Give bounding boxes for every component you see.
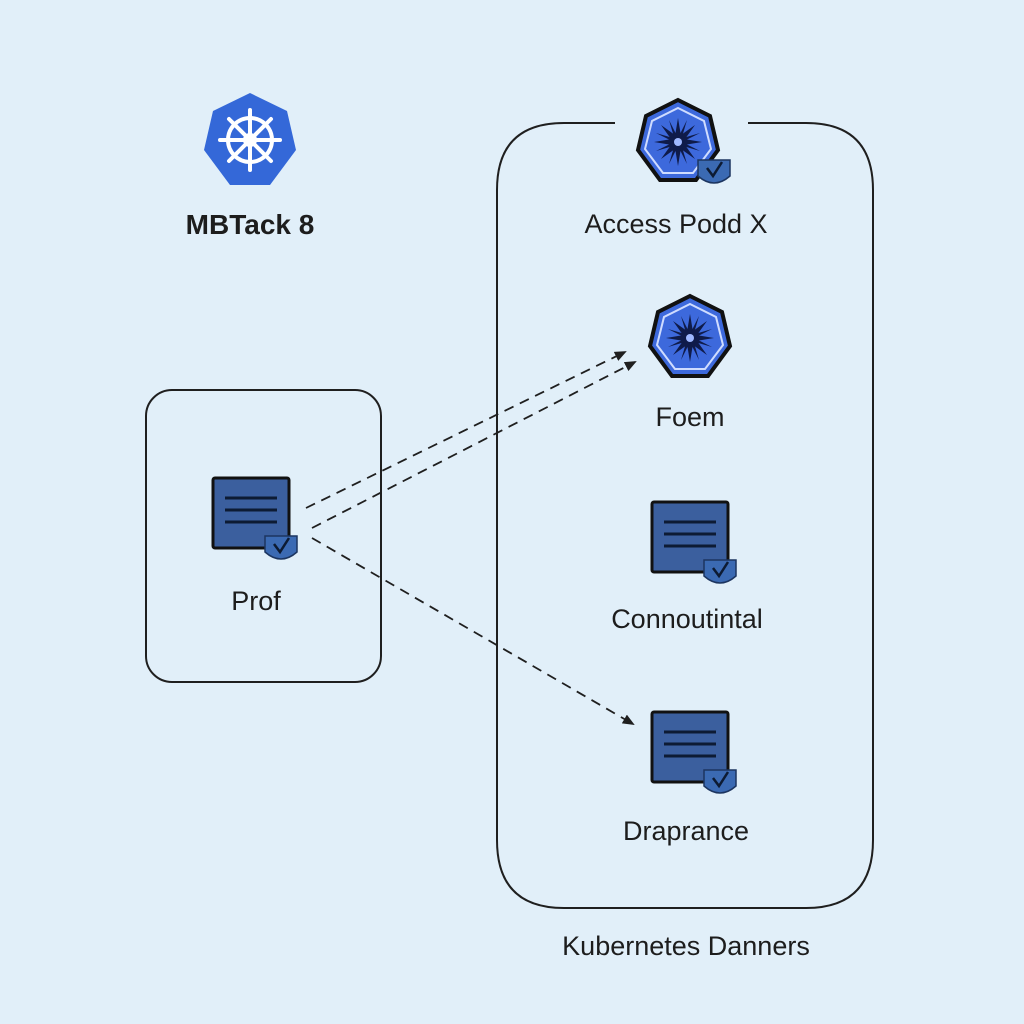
cluster-node-foem[interactable]: Foem bbox=[648, 294, 732, 432]
cluster-node-access-podd[interactable]: Access Podd X bbox=[584, 98, 768, 239]
document-with-shield-icon bbox=[650, 710, 738, 795]
cluster-caption: Kubernetes Danners bbox=[562, 931, 810, 961]
prof-box: Prof bbox=[145, 389, 382, 683]
heptagon-star-icon bbox=[648, 294, 732, 378]
connectors bbox=[305, 351, 637, 726]
arrow-prof-to-draprance bbox=[311, 537, 635, 726]
node-label: Draprance bbox=[623, 816, 749, 846]
arrow-prof-to-foem-2 bbox=[311, 361, 637, 529]
arrow-prof-to-foem-1 bbox=[305, 351, 627, 509]
cluster-node-draprance[interactable]: Draprance bbox=[623, 710, 749, 846]
node-label: Connoutintal bbox=[611, 604, 763, 634]
node-label: Access Podd X bbox=[584, 209, 767, 239]
prof-frame bbox=[145, 389, 382, 683]
heptagon-star-icon bbox=[636, 98, 732, 185]
cluster-frame bbox=[496, 122, 874, 909]
helm-title: MBTack 8 bbox=[186, 209, 315, 240]
prof-label: Prof bbox=[231, 586, 281, 616]
helm-logo-icon[interactable] bbox=[204, 93, 296, 185]
node-label: Foem bbox=[655, 402, 724, 432]
helm-group: MBTack 8 bbox=[186, 93, 315, 240]
prof-document-icon[interactable] bbox=[211, 476, 299, 561]
cluster-box: Access Podd X Foem Connoutintal Drapranc… bbox=[496, 98, 874, 909]
document-with-shield-icon bbox=[650, 500, 738, 585]
cluster-node-connoutintal[interactable]: Connoutintal bbox=[611, 500, 763, 634]
